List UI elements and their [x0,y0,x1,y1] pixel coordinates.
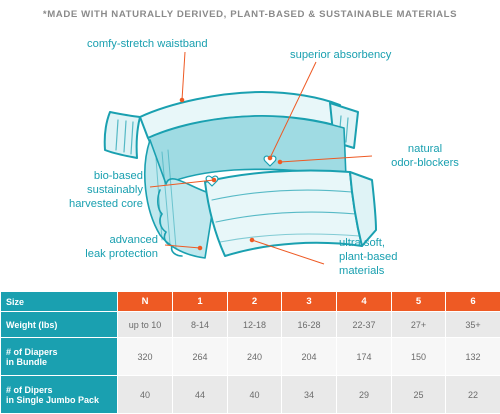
weight-row: Weight (lbs) up to 10 8-14 12-18 16-28 2… [1,312,500,338]
size-table: Size N 1 2 3 4 5 6 Weight (lbs) up to 10… [0,291,500,414]
table-cell: 12-18 [228,312,282,338]
table-cell: up to 10 [118,312,173,338]
table-cell: 132 [446,338,500,376]
size-cell: 1 [173,292,228,312]
table-cell: 22-37 [337,312,392,338]
table-cell: 44 [173,376,228,414]
row-label: Weight (lbs) [1,312,118,338]
table-cell: 22 [446,376,500,414]
size-cell: 3 [282,292,337,312]
callout-waistband: comfy-stretch waistband [87,37,208,51]
size-cell: 6 [446,292,500,312]
left-side-tab [105,112,140,158]
table-cell: 240 [228,338,282,376]
table-cell: 35+ [446,312,500,338]
table-cell: 40 [118,376,173,414]
table-cell: 320 [118,338,173,376]
size-cell: 5 [392,292,446,312]
table-cell: 174 [337,338,392,376]
table-cell: 264 [173,338,228,376]
table-cell: 8-14 [173,312,228,338]
size-cell: 4 [337,292,392,312]
table-cell: 27+ [392,312,446,338]
size-label: Size [1,292,118,312]
size-cell: 2 [228,292,282,312]
pointer-waistband [182,52,185,100]
table-cell: 29 [337,376,392,414]
table-cell: 40 [228,376,282,414]
table-cell: 16-28 [282,312,337,338]
callout-absorbency: superior absorbency [290,48,391,62]
table-cell: 204 [282,338,337,376]
table-cell: 34 [282,376,337,414]
size-cell: N [118,292,173,312]
table-cell: 150 [392,338,446,376]
table-cell: 25 [392,376,446,414]
size-header-row: Size N 1 2 3 4 5 6 [1,292,500,312]
